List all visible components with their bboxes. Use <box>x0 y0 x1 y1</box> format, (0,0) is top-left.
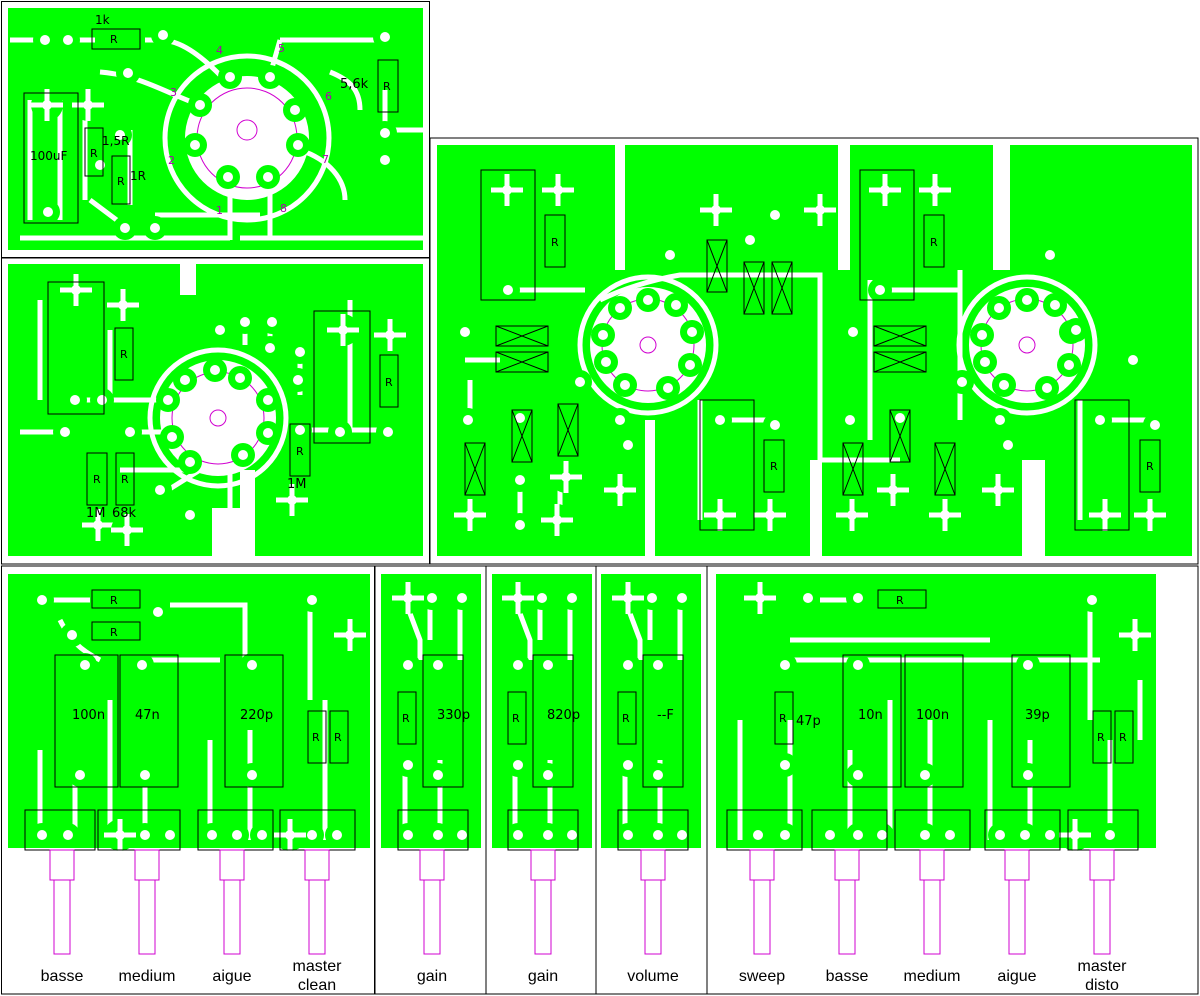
label-100uf: 100uF <box>30 149 68 163</box>
bottom-panels-copper <box>8 574 1156 851</box>
resistor-mark: R <box>512 712 520 725</box>
resistor-mark: R <box>110 33 118 46</box>
resistor-mark: R <box>896 594 904 607</box>
cap-volume: --F <box>657 708 674 723</box>
pin-4: 4 <box>216 44 223 57</box>
resistor-mark: R <box>622 712 630 725</box>
panel-3-copper <box>437 145 1192 556</box>
pot-label-master: master <box>292 958 342 975</box>
pot-label-disto: disto <box>1085 977 1119 994</box>
pot-label-master-2: master <box>1077 958 1127 975</box>
label-68k: 68k <box>112 506 137 521</box>
cap-330p: 330p <box>437 708 470 723</box>
pot-label-gain-1: gain <box>416 968 448 985</box>
resistor-mark: R <box>1097 731 1105 744</box>
resistor-mark: R <box>296 445 304 458</box>
pot-label-aigue: aigue <box>212 968 252 985</box>
panel-3-silkscreen <box>464 169 1161 531</box>
resistor-mark: R <box>1146 460 1154 473</box>
resistor-mark: R <box>383 80 391 93</box>
pot-label-medium-disto: medium <box>903 968 961 985</box>
pin-8: 8 <box>280 202 287 215</box>
pin-5: 5 <box>278 42 285 55</box>
cap-220p: 220p <box>240 708 273 723</box>
resistor-mark: R <box>312 731 320 744</box>
pot-label-master-clean: master clean <box>262 957 372 995</box>
pin-3: 3 <box>170 86 177 99</box>
pot-label-basse: basse <box>40 968 84 985</box>
resistor-mark: R <box>110 594 118 607</box>
resistor-mark: R <box>334 731 342 744</box>
label-1r: 1R <box>130 169 146 183</box>
panel-2-copper <box>8 264 423 556</box>
cap-100n: 100n <box>72 708 105 723</box>
resistor-mark: R <box>110 626 118 639</box>
resistor-mark: R <box>930 236 938 249</box>
cap-47n: 47n <box>135 708 160 723</box>
pot-label-aigue-disto: aigue <box>997 968 1037 985</box>
resistor-mark: R <box>1119 731 1127 744</box>
pot-label-master-disto: master disto <box>1047 957 1157 995</box>
resistor-mark: R <box>770 460 778 473</box>
pin-6: 6 <box>325 90 332 103</box>
label-1m-a: 1M <box>86 506 106 521</box>
cap-39p: 39p <box>1025 708 1050 723</box>
panel-1-silkscreen <box>23 28 399 224</box>
pot-label-clean: clean <box>297 977 337 994</box>
resistor-mark: R <box>120 348 128 361</box>
pin-1: 1 <box>216 204 223 217</box>
pot-label-basse-disto: basse <box>825 968 869 985</box>
potentiometer-shafts <box>49 849 1115 955</box>
pin-7: 7 <box>322 153 329 166</box>
cap-820p: 820p <box>547 708 580 723</box>
resistor-mark: R <box>779 712 787 725</box>
resistor-mark: R <box>402 712 410 725</box>
pot-label-gain-2: gain <box>527 968 559 985</box>
silkscreen-text: 1k 5,6k 100uF 1,5R 1R 1 2 3 4 5 6 7 8 1M… <box>30 13 1154 744</box>
resistor-mark: R <box>551 236 559 249</box>
resistor-mark: R <box>117 175 125 188</box>
panel-2-silkscreen <box>47 281 399 506</box>
label-5-6k: 5,6k <box>340 77 369 92</box>
pot-label-medium: medium <box>118 968 176 985</box>
resistor-mark: R <box>93 473 101 486</box>
label-1-5r: 1,5R <box>102 134 129 148</box>
resistor-mark: R <box>385 376 393 389</box>
cap-47p: 47p <box>796 714 821 729</box>
resistor-mark: R <box>90 147 98 160</box>
panel-1-copper <box>8 8 425 250</box>
label-1k: 1k <box>95 13 110 27</box>
pot-label-volume: volume <box>627 968 679 985</box>
pot-label-sweep: sweep <box>738 968 786 985</box>
label-1m-b: 1M <box>287 477 307 492</box>
pin-2: 2 <box>168 154 175 167</box>
resistor-mark: R <box>121 473 129 486</box>
cap-10n: 10n <box>858 708 883 723</box>
cap-100n-disto: 100n <box>916 708 949 723</box>
